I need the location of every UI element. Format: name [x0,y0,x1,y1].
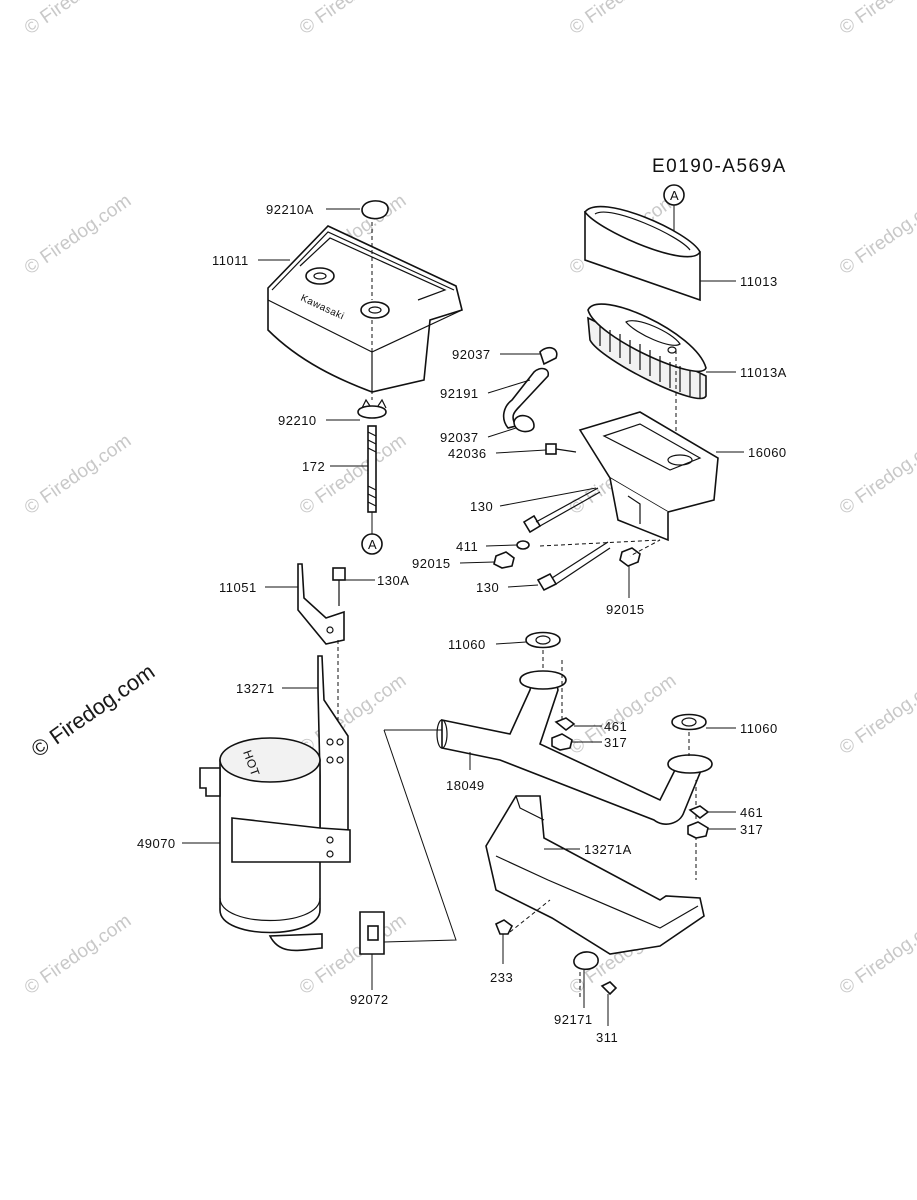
base-16060 [578,411,719,542]
label-42036: 42036 [448,446,487,461]
diagram-code: E0190-A569A [652,156,787,177]
label-172: 172 [302,459,325,474]
label-11060-lower: 11060 [740,721,778,736]
bolt-130A [332,567,346,606]
label-13271A: 13271A [584,842,632,857]
air-cleaner-cover: Kawasaki [267,225,463,393]
clamp-92072 [359,911,385,955]
label-92072: 92072 [350,992,389,1007]
label-461-lower: 461 [740,805,763,820]
nut-92015-left [493,551,515,569]
rubber-mount-92171 [573,951,599,971]
bolt-130-upper [522,487,601,534]
label-311: 311 [596,1030,618,1045]
label-11013A: 11013A [740,365,787,380]
label-130A: 130A [377,573,409,588]
label-92210A: 92210A [266,202,314,217]
label-11060-upper: 11060 [448,637,486,652]
watermark: © Firedog.com [296,910,410,999]
muffler-49070: HOT [199,737,351,952]
nut-317-upper [551,733,573,751]
label-130-lower: 130 [476,580,499,595]
cap-nut-92210A [361,200,389,220]
label-13271: 13271 [236,681,275,696]
label-92191: 92191 [440,386,479,401]
watermark: © Firedog.com [21,910,135,999]
watermark: © Firedog.com [296,430,410,519]
watermark: © Firedog.com [21,430,135,519]
callout-marker-a-lower: A [361,533,383,555]
label-11011: 11011 [212,253,249,268]
stud-172 [367,425,377,513]
label-18049: 18049 [446,778,485,793]
exhaust-pipe-18049 [436,670,713,825]
label-317-lower: 317 [740,822,763,837]
bolt-130-lower [536,541,611,592]
washer-411 [516,540,530,550]
exhaust-bracket-13271A [485,795,705,955]
label-233: 233 [490,970,513,985]
nut-233 [494,919,514,935]
nut-461-upper [554,717,576,732]
watermark: © Firedog.com [836,190,917,279]
svg-text:A: A [368,537,377,552]
watermark-primary: © Firedog.com [27,659,160,762]
label-411: 411 [456,539,478,554]
label-11051: 11051 [219,580,257,595]
label-92015-right: 92015 [606,602,645,617]
part-labels: 92210A 11011 92210 172 11051 130A 13271 … [137,202,787,1045]
pre-cleaner-11013 [583,205,701,302]
watermark: © Firedog.com [836,910,917,999]
label-92037-lower: 92037 [440,430,479,445]
air-filter-element-11013A [587,303,707,400]
nut-461-lower [688,805,710,820]
wing-nut-92210 [357,398,387,419]
nut-92015-right [619,547,641,567]
leader-lines [182,208,744,1026]
label-11013: 11013 [740,274,778,289]
watermark: © Firedog.com [836,0,917,39]
nut-317-lower [687,821,709,839]
watermark: © Firedog.com [836,670,917,759]
watermark: © Firedog.com [21,0,135,39]
label-92171: 92171 [554,1012,593,1027]
label-130-upper: 130 [470,499,493,514]
gasket-11060-lower [671,713,707,731]
bolt-311 [600,981,618,996]
breather-hose [502,346,558,433]
svg-text:A: A [670,188,679,203]
watermark: © Firedog.com [296,0,410,39]
label-92015-left: 92015 [412,556,451,571]
label-49070: 49070 [137,836,176,851]
label-317-upper: 317 [604,735,627,750]
watermark: © Firedog.com [296,670,410,759]
watermark: © Firedog.com [21,190,135,279]
label-92210: 92210 [278,413,317,428]
watermark: © Firedog.com [566,0,680,39]
callout-marker-a-upper: A [663,184,685,206]
label-16060: 16060 [748,445,787,460]
bracket-13271 [317,655,349,851]
label-461-upper: 461 [604,719,627,734]
bolt-42036 [545,443,577,455]
watermark: © Firedog.com [836,430,917,519]
gasket-11060-upper [525,631,561,649]
bracket-11051 [297,563,345,645]
label-92037-upper: 92037 [452,347,491,362]
